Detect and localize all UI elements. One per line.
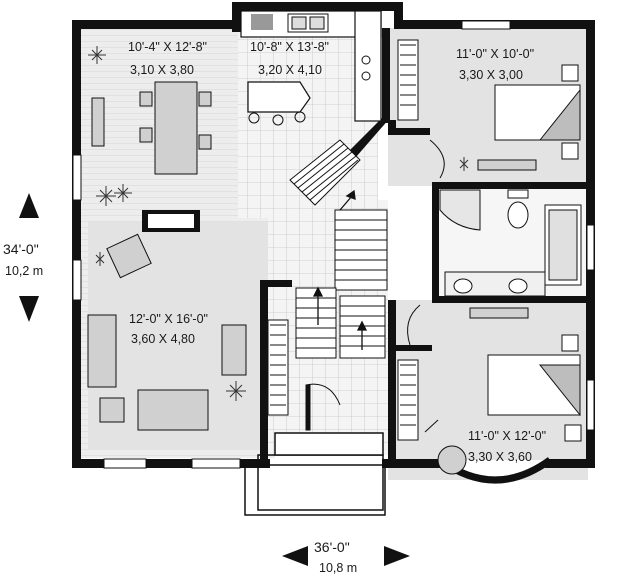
kitchen-counters xyxy=(240,10,382,126)
hall-closet xyxy=(267,319,289,416)
living-furniture xyxy=(87,233,247,431)
plant-icon xyxy=(88,46,469,401)
overall-width-dimension: 36'-0" 10,8 m xyxy=(282,539,410,575)
bedroom-2-size-imperial: 11'-0" X 12'-0" xyxy=(468,429,546,443)
bedroom-1-furniture xyxy=(397,39,581,171)
depth-imperial: 34'-0" xyxy=(3,241,39,257)
triangle-arrow-icon xyxy=(282,546,308,566)
porch xyxy=(244,432,386,516)
bedroom-2-size-metric: 3,30 X 3,60 xyxy=(468,450,532,464)
triangle-arrow-icon xyxy=(19,296,39,322)
living-size-metric: 3,60 X 4,80 xyxy=(131,332,195,346)
door-swings xyxy=(305,139,445,433)
stair-up-arrow xyxy=(312,189,368,350)
kitchen-size-imperial: 10'-8" X 13'-8" xyxy=(250,40,329,54)
living-size-imperial: 12'-0" X 16'-0" xyxy=(129,312,208,326)
dining-table xyxy=(91,81,212,175)
triangle-arrow-icon xyxy=(19,193,39,218)
overall-depth-dimension: 34'-0" 10,2 m xyxy=(3,193,43,322)
bathroom-fixtures xyxy=(439,189,582,297)
windows xyxy=(72,20,595,469)
bedroom-1-size-metric: 3,30 X 3,00 xyxy=(459,68,523,82)
dining-size-imperial: 10'-4" X 12'-8" xyxy=(128,40,207,54)
triangle-arrow-icon xyxy=(384,546,410,566)
bedroom-2-furniture xyxy=(397,307,582,475)
room-labels: 10'-4" X 12'-8" 3,10 X 3,80 10'-8" X 13'… xyxy=(128,40,546,464)
width-metric: 10,8 m xyxy=(319,561,357,575)
bedroom-1-size-imperial: 11'-0" X 10'-0" xyxy=(456,47,534,61)
kitchen-size-metric: 3,20 X 4,10 xyxy=(258,63,322,77)
stairs xyxy=(289,139,388,359)
depth-metric: 10,2 m xyxy=(5,264,43,278)
width-imperial: 36'-0" xyxy=(314,539,350,555)
dining-size-metric: 3,10 X 3,80 xyxy=(130,63,194,77)
